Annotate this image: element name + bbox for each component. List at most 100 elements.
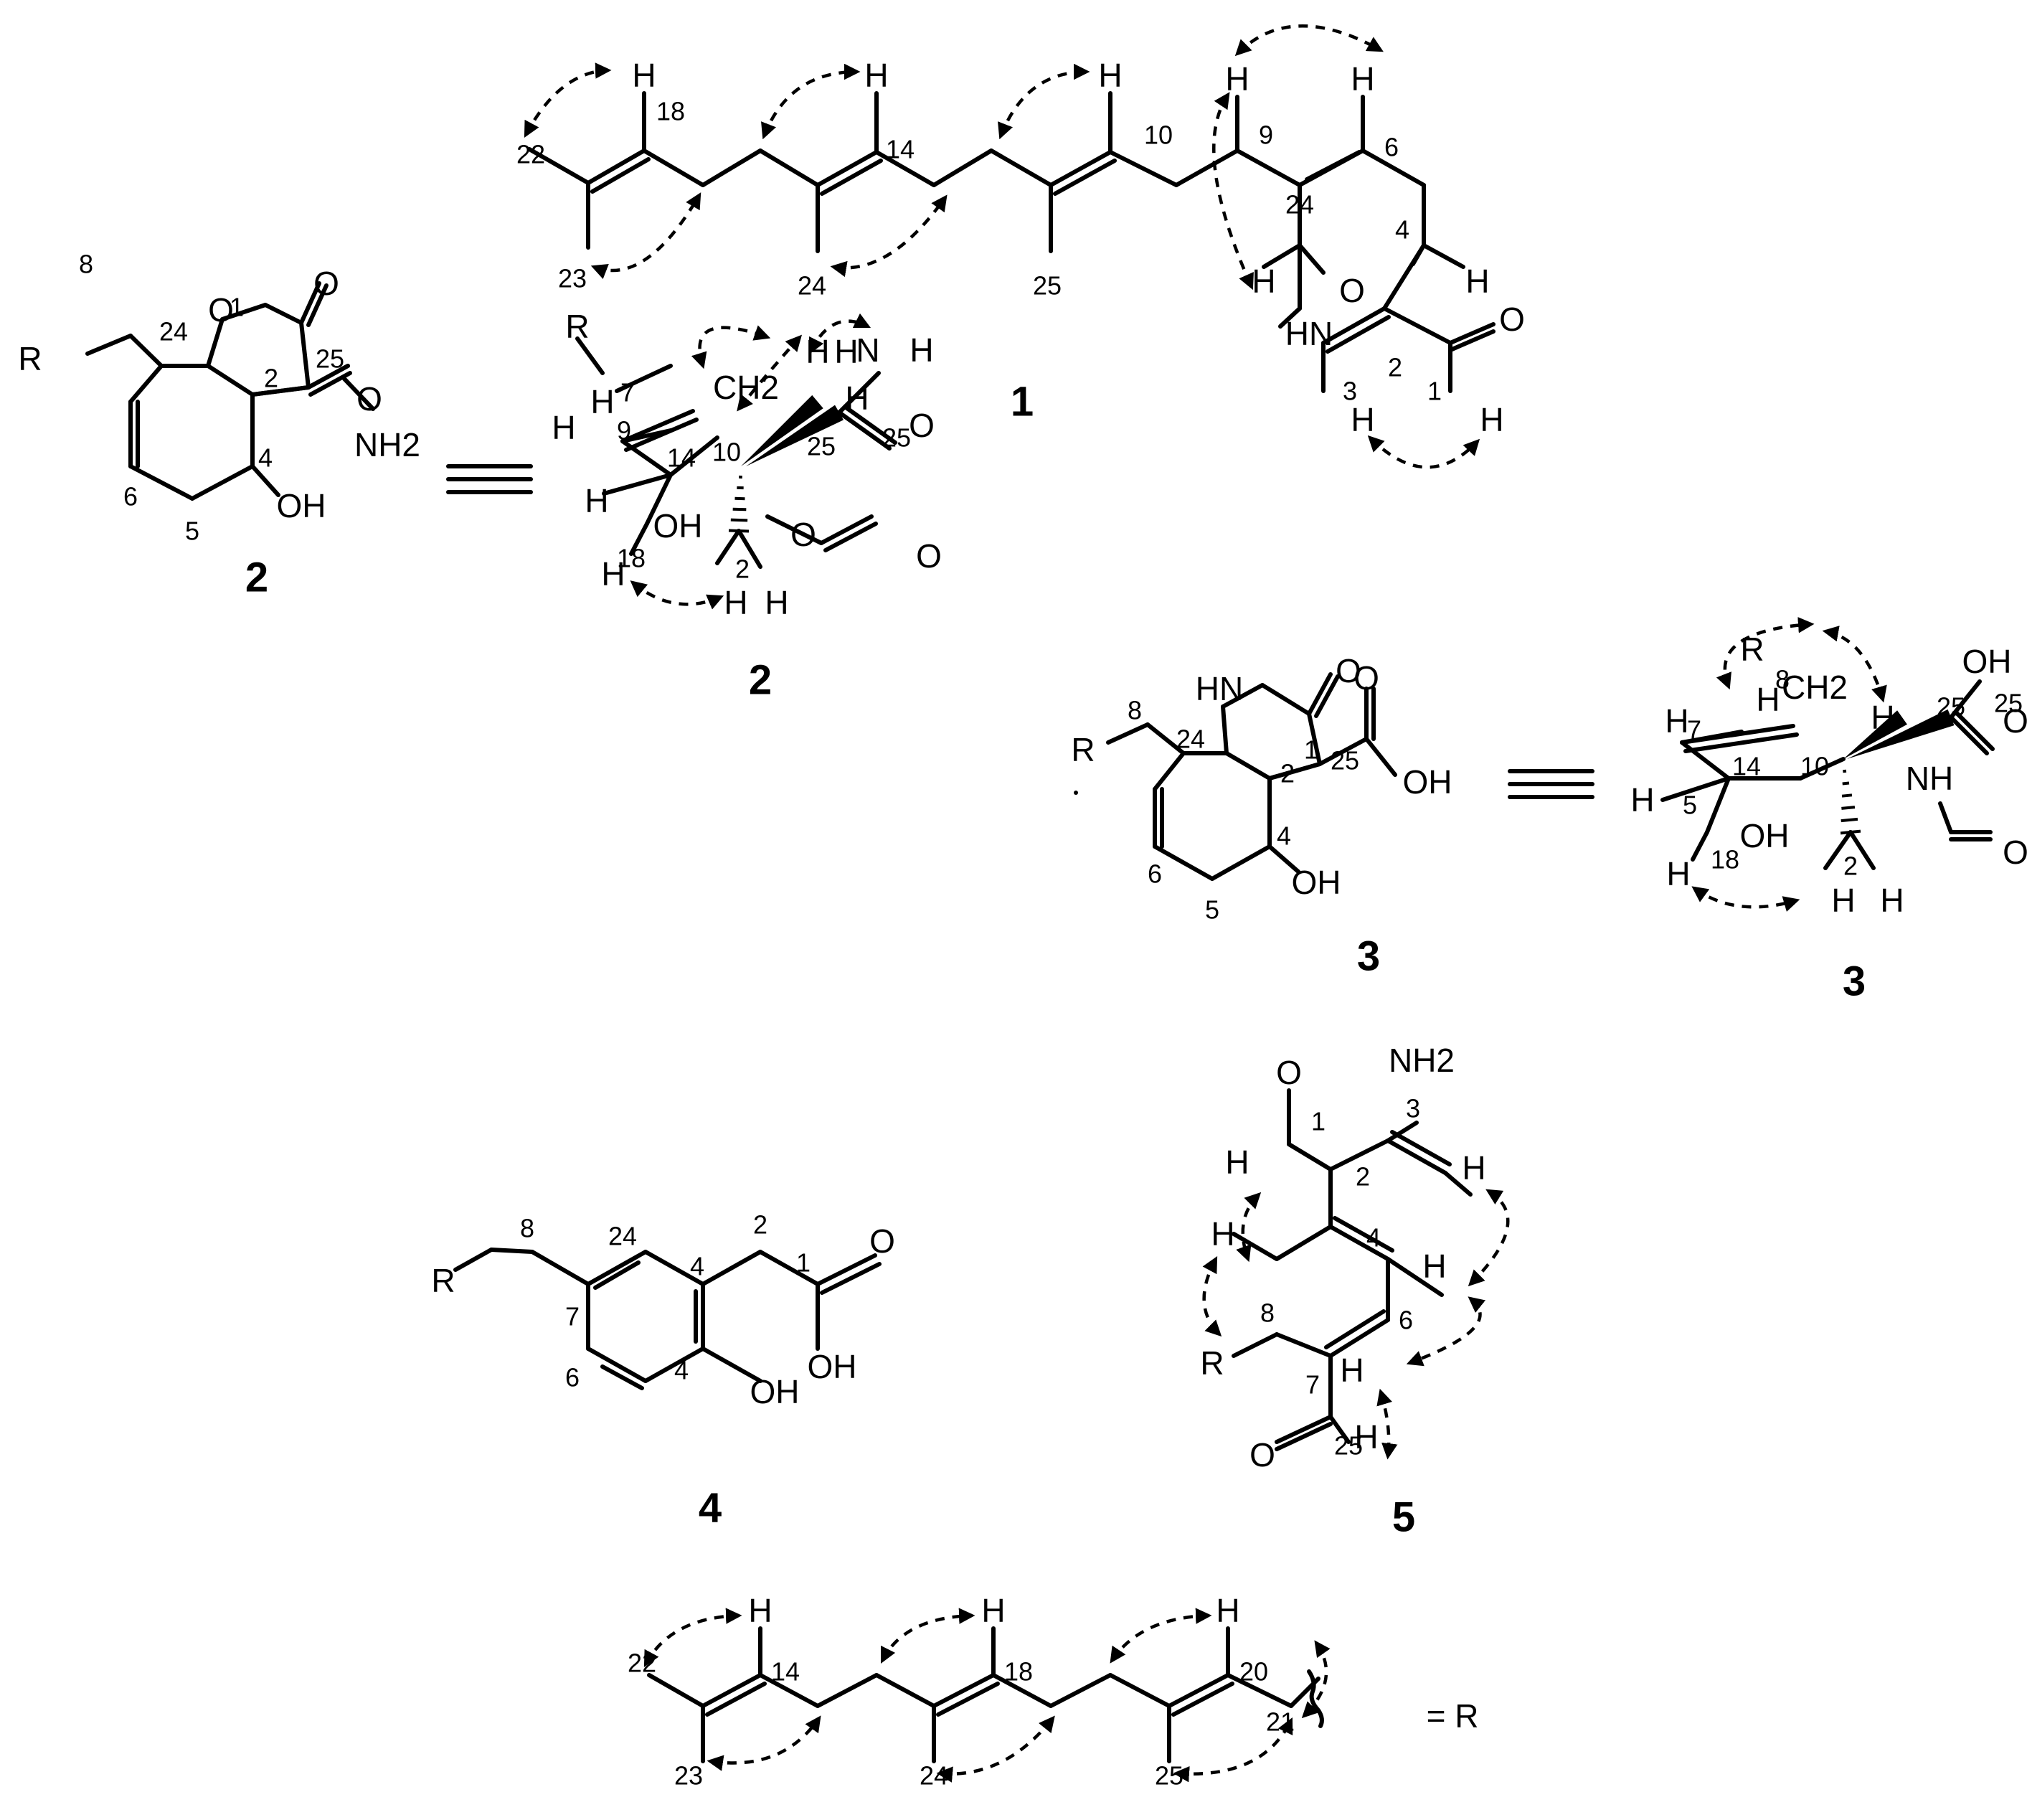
- atom-label-h: H: [724, 584, 747, 621]
- bond: [1275, 1422, 1333, 1451]
- bond: [701, 1347, 762, 1383]
- hash-bond: [1841, 806, 1856, 810]
- atom-label-h: H: [1216, 1592, 1239, 1629]
- bond: [1949, 715, 1989, 755]
- bond: [1153, 844, 1214, 881]
- locant-label: 4: [258, 443, 273, 473]
- bond: [1660, 776, 1731, 802]
- bond: [989, 148, 1053, 187]
- noe-arrow: [1234, 24, 1384, 57]
- locant-label: 14: [667, 443, 696, 473]
- atom-label-oh: OH: [277, 487, 326, 524]
- locant-label: 2: [1843, 852, 1858, 881]
- bond: [299, 281, 321, 325]
- atom-label-h: H: [1665, 702, 1688, 740]
- bond: [190, 464, 255, 501]
- bond: [1314, 674, 1340, 718]
- atom-label-oh: OH: [750, 1373, 800, 1410]
- noe-arrow: [590, 192, 701, 279]
- atom-label-o: O: [1339, 272, 1365, 309]
- atom-label-h: H: [748, 1592, 772, 1629]
- locant-label: 25: [1331, 746, 1359, 775]
- bond: [1705, 776, 1731, 834]
- bond: [1275, 1332, 1333, 1358]
- bond: [1680, 740, 1731, 781]
- bond: [1267, 762, 1322, 781]
- bond: [715, 529, 741, 565]
- locant-label: 8: [1260, 1298, 1275, 1328]
- bond: [643, 1347, 705, 1383]
- bond: [128, 334, 164, 368]
- atom-label-o: O: [1353, 659, 1379, 697]
- bond: [1108, 150, 1178, 187]
- bond: [823, 522, 878, 552]
- atom-label-h: H: [1354, 1418, 1378, 1456]
- bond: [701, 1673, 762, 1708]
- atom-label-h: H: [981, 1592, 1005, 1629]
- atom-label-o: O: [313, 265, 339, 302]
- bond: [1318, 737, 1369, 766]
- bond: [1267, 844, 1300, 874]
- atom-label-nh2: NH2: [354, 426, 420, 463]
- bond: [765, 514, 823, 545]
- locant-label: 2: [1280, 759, 1295, 788]
- bond: [820, 159, 883, 196]
- hash-bond: [1841, 817, 1858, 823]
- locant-label: 6: [565, 1363, 580, 1392]
- atom-label-ch2: CH2: [713, 369, 779, 406]
- compound-label: 3: [1357, 933, 1380, 980]
- bond: [1333, 1216, 1394, 1253]
- atom-label-h: H: [632, 57, 656, 94]
- bond: [1848, 830, 1876, 870]
- bond: [1049, 1673, 1112, 1708]
- bond: [932, 1673, 996, 1708]
- locant-label: 7: [620, 378, 635, 407]
- atom-label-ch2: CH2: [1782, 669, 1848, 706]
- hash-bond: [1840, 829, 1861, 835]
- r-definition-label: = R: [1427, 1697, 1479, 1735]
- bond: [1938, 801, 1953, 834]
- atom-label-nh2: NH2: [1389, 1042, 1455, 1079]
- locant-label: 23: [674, 1761, 703, 1791]
- bond: [1798, 757, 1846, 781]
- bond: [1305, 150, 1361, 181]
- atom-label-o: O: [869, 1222, 895, 1260]
- locant-label: 23: [558, 264, 587, 293]
- wedge-bond: [1843, 710, 1907, 759]
- locant-label: 4: [1277, 821, 1291, 851]
- atom-label-r: R: [431, 1262, 455, 1299]
- bond: [1955, 711, 1995, 751]
- bond: [1298, 243, 1326, 275]
- locant-label: 1: [230, 293, 244, 322]
- bond: [615, 364, 673, 393]
- bond: [1307, 712, 1322, 766]
- bond: [1448, 322, 1496, 345]
- bond: [1153, 751, 1186, 791]
- noe-arrow: [1212, 92, 1254, 291]
- locant-label: 8: [520, 1214, 534, 1243]
- bond: [1226, 1673, 1293, 1708]
- atom-label-h: H: [1880, 882, 1904, 919]
- locant-label: 2: [264, 364, 278, 393]
- atom-label-h: H: [845, 379, 869, 417]
- atom-label-oh: OH: [1403, 763, 1452, 801]
- locant-label: 2: [1388, 353, 1402, 382]
- locant-label: 9: [617, 416, 631, 445]
- locant-label: 14: [886, 135, 915, 164]
- noe-arrow: [1202, 1256, 1222, 1337]
- atom-label-h: H: [1211, 1215, 1234, 1253]
- atom-label-h: H: [601, 555, 625, 593]
- atom-label-o: O: [909, 407, 935, 444]
- atom-label-o: O: [1249, 1436, 1275, 1474]
- locant-label: 21: [1266, 1707, 1295, 1737]
- locant-label: 1: [1304, 735, 1318, 765]
- bond: [602, 473, 673, 496]
- locant-label: 2: [753, 1210, 767, 1240]
- locant-label: 14: [1732, 752, 1761, 781]
- atom-label-h: H: [1225, 60, 1249, 98]
- bond: [645, 473, 673, 526]
- bond: [489, 1248, 534, 1254]
- atom-label-h: H: [1422, 1248, 1446, 1285]
- locant-label: 8: [79, 250, 93, 279]
- atom-label-o: O: [208, 291, 234, 329]
